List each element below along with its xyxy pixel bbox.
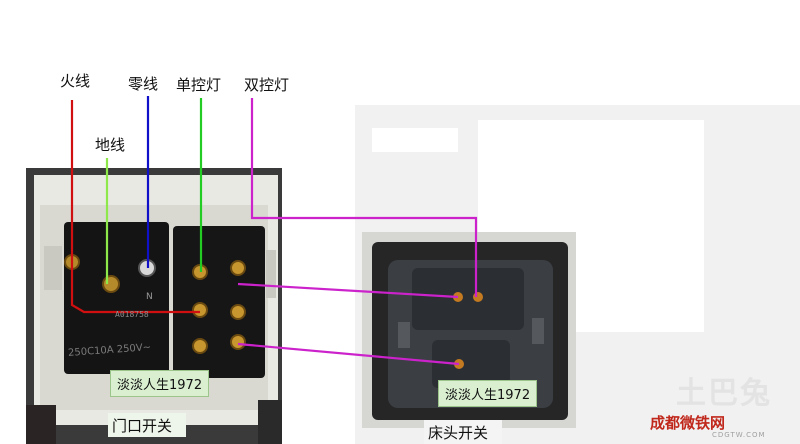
terminal-sw-top (230, 260, 246, 276)
wire-fire (70, 100, 200, 314)
wire-link-top (237, 282, 459, 299)
site-logo: 成都微铁网 (650, 414, 726, 432)
brand-watermark: 土巴兔 (676, 376, 772, 411)
left-switch-caption: 门口开关 (112, 417, 173, 435)
right-photo-white-strip (372, 128, 458, 152)
terminal-sw-bot-l (192, 338, 208, 354)
terminal-ground (102, 275, 120, 293)
terminal-sw-bot-r (230, 334, 246, 350)
right-switch-caption: 床头开关 (428, 424, 489, 442)
right-module-upper (412, 268, 524, 330)
label-single: 单控灯 (176, 76, 222, 94)
label-fire: 火线 (60, 72, 91, 90)
left-terminal-mark: N (146, 292, 153, 302)
right-switch-caption-box (424, 420, 502, 444)
label-ground: 地线 (95, 136, 126, 154)
right-module-lower (432, 340, 510, 388)
terminal-sw-mid-l (192, 302, 208, 318)
terminal-sw-mid-r (230, 304, 246, 320)
left-switch-caption-box (108, 413, 186, 437)
wire-double (250, 98, 478, 297)
left-switch-tag: 淡淡人生1972 (110, 370, 210, 397)
rterm-2 (473, 292, 483, 302)
left-switch-photo (26, 168, 282, 444)
wire-link-bottom (237, 342, 460, 366)
left-serial: A018758 (115, 310, 149, 319)
label-double: 双控灯 (244, 76, 290, 94)
left-module-b (173, 226, 265, 378)
label-neutral: 零线 (128, 75, 159, 93)
site-url: CDGTW.COM (712, 431, 766, 439)
right-switch-tag: 淡淡人生1972 (438, 380, 538, 407)
left-module-a (64, 222, 169, 374)
